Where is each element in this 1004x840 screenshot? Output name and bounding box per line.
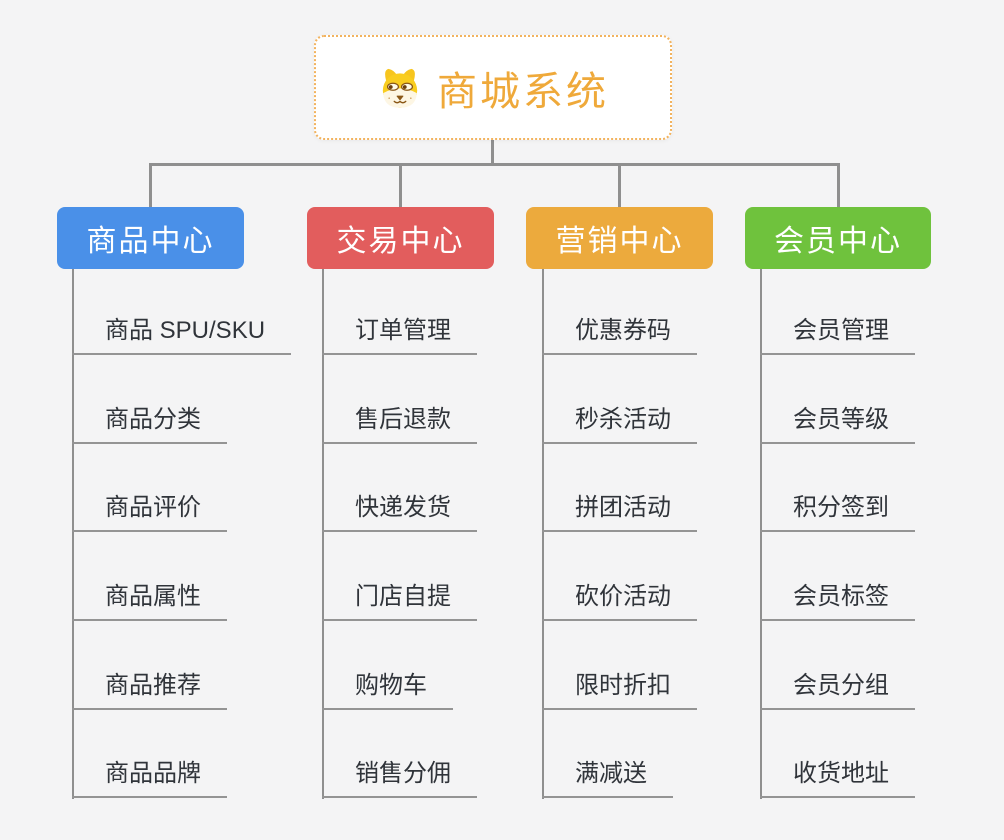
tree-node[interactable]: 会员分组: [760, 671, 915, 710]
tree-node[interactable]: 会员管理: [760, 316, 915, 355]
tree-node[interactable]: 满减送: [542, 759, 673, 798]
connector-drop-trade: [399, 163, 402, 208]
tree-node[interactable]: 商品分类: [72, 405, 227, 444]
tree-node[interactable]: 商品品牌: [72, 759, 227, 798]
root-node[interactable]: 商城系统: [314, 35, 672, 140]
tree-node[interactable]: 会员标签: [760, 582, 915, 621]
tree-node[interactable]: 砍价活动: [542, 582, 697, 621]
tree-node[interactable]: 收货地址: [760, 759, 915, 798]
connector-drop-products: [149, 163, 152, 208]
branch-column-marketing: 优惠券码 秒杀活动 拼团活动 砍价活动 限时折扣 满减送: [542, 269, 802, 800]
branch-column-trade: 订单管理 售后退款 快递发货 门店自提 购物车 销售分佣: [322, 269, 582, 800]
tree-node[interactable]: 订单管理: [322, 316, 477, 355]
branch-column-member: 会员管理 会员等级 积分签到 会员标签 会员分组 收货地址: [760, 269, 1004, 800]
tree-node[interactable]: 商品推荐: [72, 671, 227, 710]
tree-node[interactable]: 拼团活动: [542, 493, 697, 532]
connector-drop-member: [837, 163, 840, 208]
tree-node[interactable]: 购物车: [322, 671, 453, 710]
dog-face-icon: [377, 67, 423, 109]
branch-column-products: 商品 SPU/SKU 商品分类 商品评价 商品属性 商品推荐 商品品牌: [72, 269, 332, 800]
branch-node-member[interactable]: 会员中心: [745, 207, 931, 269]
tree-node[interactable]: 优惠券码: [542, 316, 697, 355]
tree-node[interactable]: 积分签到: [760, 493, 915, 532]
branch-node-products[interactable]: 商品中心: [57, 207, 244, 269]
root-label: 商城系统: [437, 69, 609, 114]
tree-node[interactable]: 商品属性: [72, 582, 227, 621]
tree-node[interactable]: 会员等级: [760, 405, 915, 444]
branch-node-marketing[interactable]: 营销中心: [526, 207, 713, 269]
tree-node[interactable]: 门店自提: [322, 582, 477, 621]
connector-drop-marketing: [618, 163, 621, 208]
connector-trunk-products: [72, 269, 74, 799]
connector-root-drop: [491, 139, 494, 165]
connector-trunk-trade: [322, 269, 324, 799]
tree-node[interactable]: 限时折扣: [542, 671, 697, 710]
tree-node[interactable]: 快递发货: [322, 493, 477, 532]
tree-node[interactable]: 售后退款: [322, 405, 477, 444]
branch-node-trade[interactable]: 交易中心: [307, 207, 494, 269]
connector-branch-bus: [149, 163, 840, 166]
connector-trunk-member: [760, 269, 762, 799]
tree-node[interactable]: 商品 SPU/SKU: [72, 316, 292, 355]
tree-node[interactable]: 秒杀活动: [542, 405, 697, 444]
tree-node[interactable]: 销售分佣: [322, 759, 477, 798]
connector-trunk-marketing: [542, 269, 544, 799]
tree-node[interactable]: 商品评价: [72, 493, 227, 532]
